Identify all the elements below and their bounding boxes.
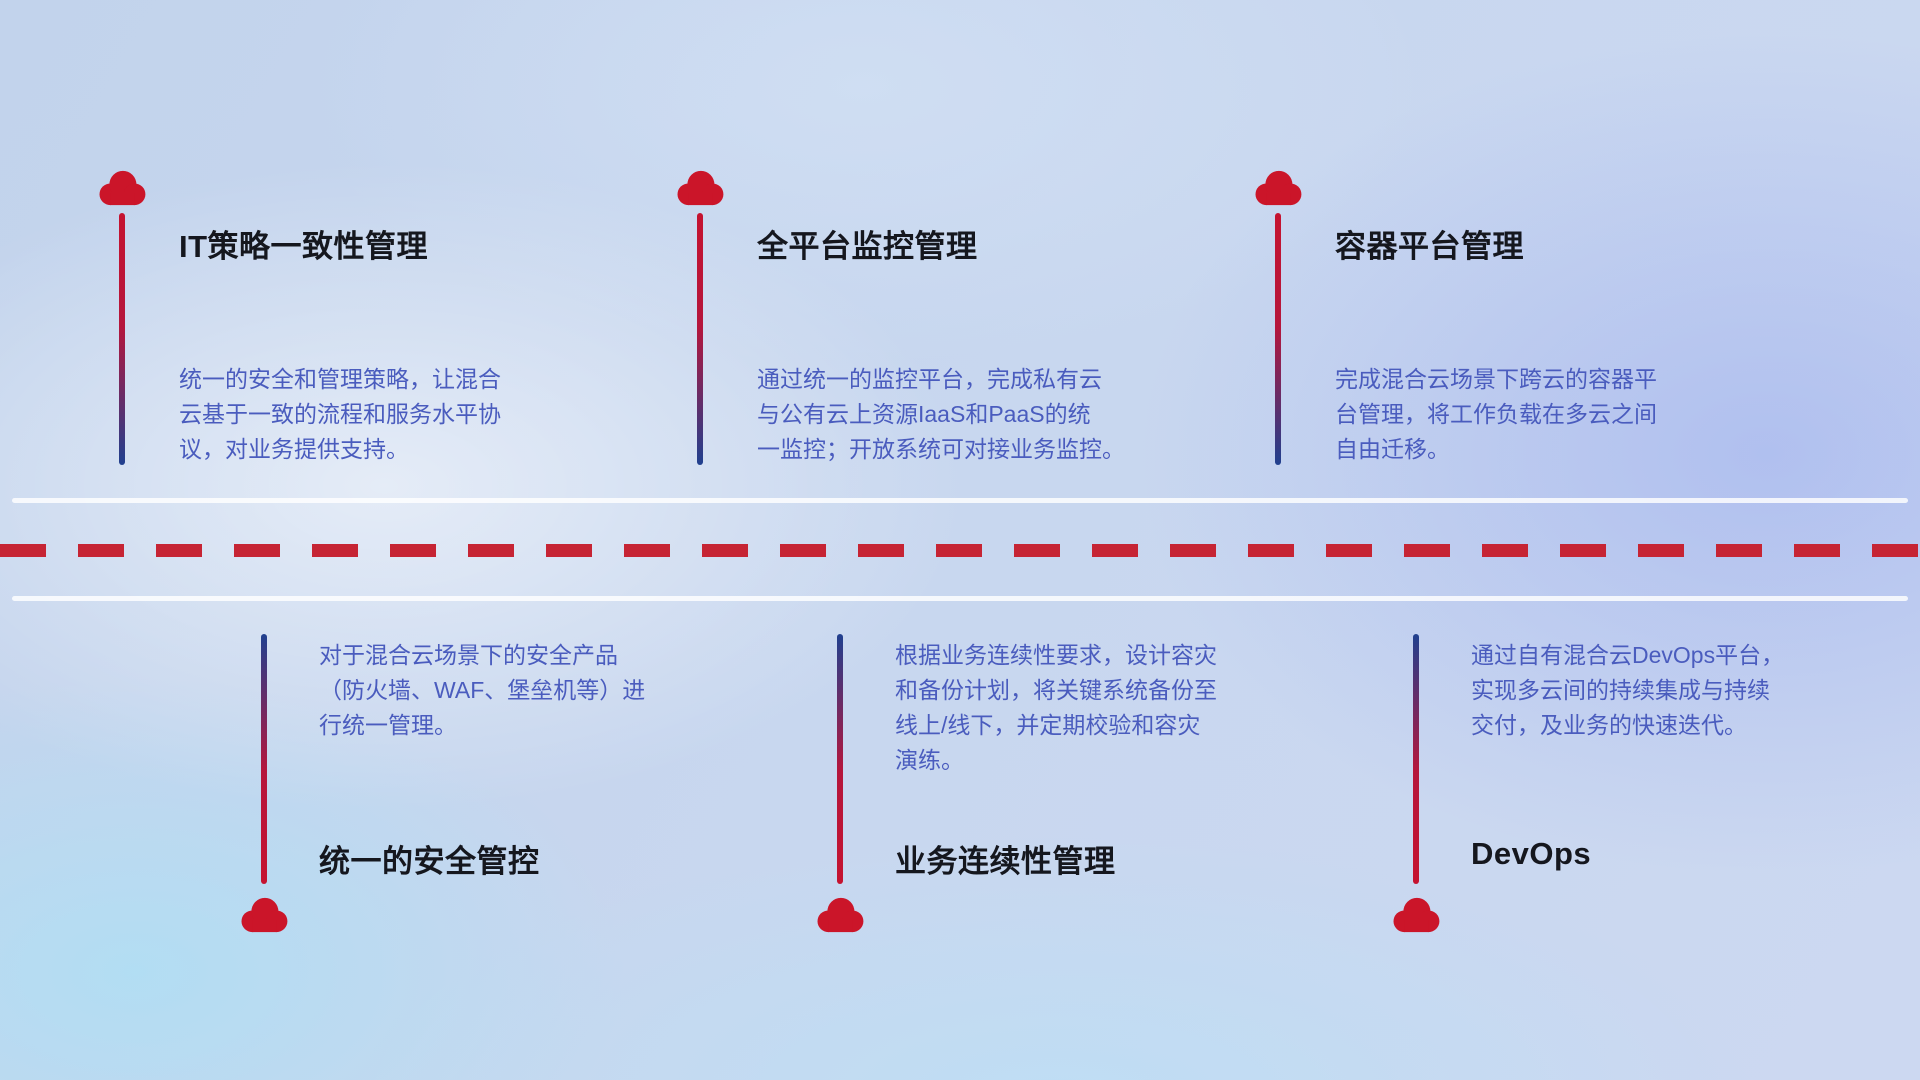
cloud-icon xyxy=(1389,896,1443,934)
divider-line-bottom xyxy=(12,596,1908,601)
pillar-description: 通过统一的监控平台，完成私有云 与公有云上资源IaaS和PaaS的统 一监控；开… xyxy=(757,366,1125,462)
timeline-connector xyxy=(697,213,703,465)
timeline-connector xyxy=(837,634,843,884)
cloud-icon xyxy=(95,169,149,207)
pillar-description: 对于混合云场景下的安全产品 （防火墙、WAF、堡垒机等）进 行统一管理。 xyxy=(319,642,646,738)
pillar-devops: 通过自有混合云DevOps平台， 实现多云间的持续集成与持续 交付，及业务的快速… xyxy=(1393,634,1920,974)
cloud-icon xyxy=(237,896,291,934)
pillar-description: 通过自有混合云DevOps平台， 实现多云间的持续集成与持续 交付，及业务的快速… xyxy=(1471,642,1785,738)
pillar-container-platform: 容器平台管理 完成混合云场景下跨云的容器平 台管理，将工作负载在多云之间 自由迁… xyxy=(1255,169,1835,489)
timeline-connector xyxy=(1275,213,1281,465)
timeline-connector xyxy=(1413,634,1419,884)
pillar-business-continuity: 根据业务连续性要求，设计容灾 和备份计划，将关键系统备份至 线上/线下，并定期校… xyxy=(817,634,1397,974)
pillar-description: 统一的安全和管理策略，让混合 云基于一致的流程和服务水平协 议，对业务提供支持。 xyxy=(179,366,501,462)
pillar-title: DevOps xyxy=(1471,836,1592,871)
timeline-connector xyxy=(119,213,125,465)
pillar-it-policy-consistency: IT策略一致性管理 统一的安全和管理策略，让混合 云基于一致的流程和服务水平协 … xyxy=(99,169,679,489)
pillar-title: IT策略一致性管理 xyxy=(179,229,429,264)
pillar-title: 容器平台管理 xyxy=(1335,229,1524,264)
cloud-icon xyxy=(1251,169,1305,207)
cloud-icon xyxy=(813,896,867,934)
pillar-title: 业务连续性管理 xyxy=(895,844,1116,879)
divider-line-top xyxy=(12,498,1908,503)
timeline-connector xyxy=(261,634,267,884)
pillar-full-platform-monitoring: 全平台监控管理 通过统一的监控平台，完成私有云 与公有云上资源IaaS和PaaS… xyxy=(677,169,1257,489)
pillar-title: 统一的安全管控 xyxy=(319,844,540,879)
pillar-title: 全平台监控管理 xyxy=(757,229,978,264)
pillar-unified-security: 对于混合云场景下的安全产品 （防火墙、WAF、堡垒机等）进 行统一管理。 统一的… xyxy=(241,634,821,974)
pillar-description: 完成混合云场景下跨云的容器平 台管理，将工作负载在多云之间 自由迁移。 xyxy=(1335,366,1657,462)
dashed-divider xyxy=(0,544,1920,557)
pillar-description: 根据业务连续性要求，设计容灾 和备份计划，将关键系统备份至 线上/线下，并定期校… xyxy=(895,642,1217,773)
cloud-icon xyxy=(673,169,727,207)
